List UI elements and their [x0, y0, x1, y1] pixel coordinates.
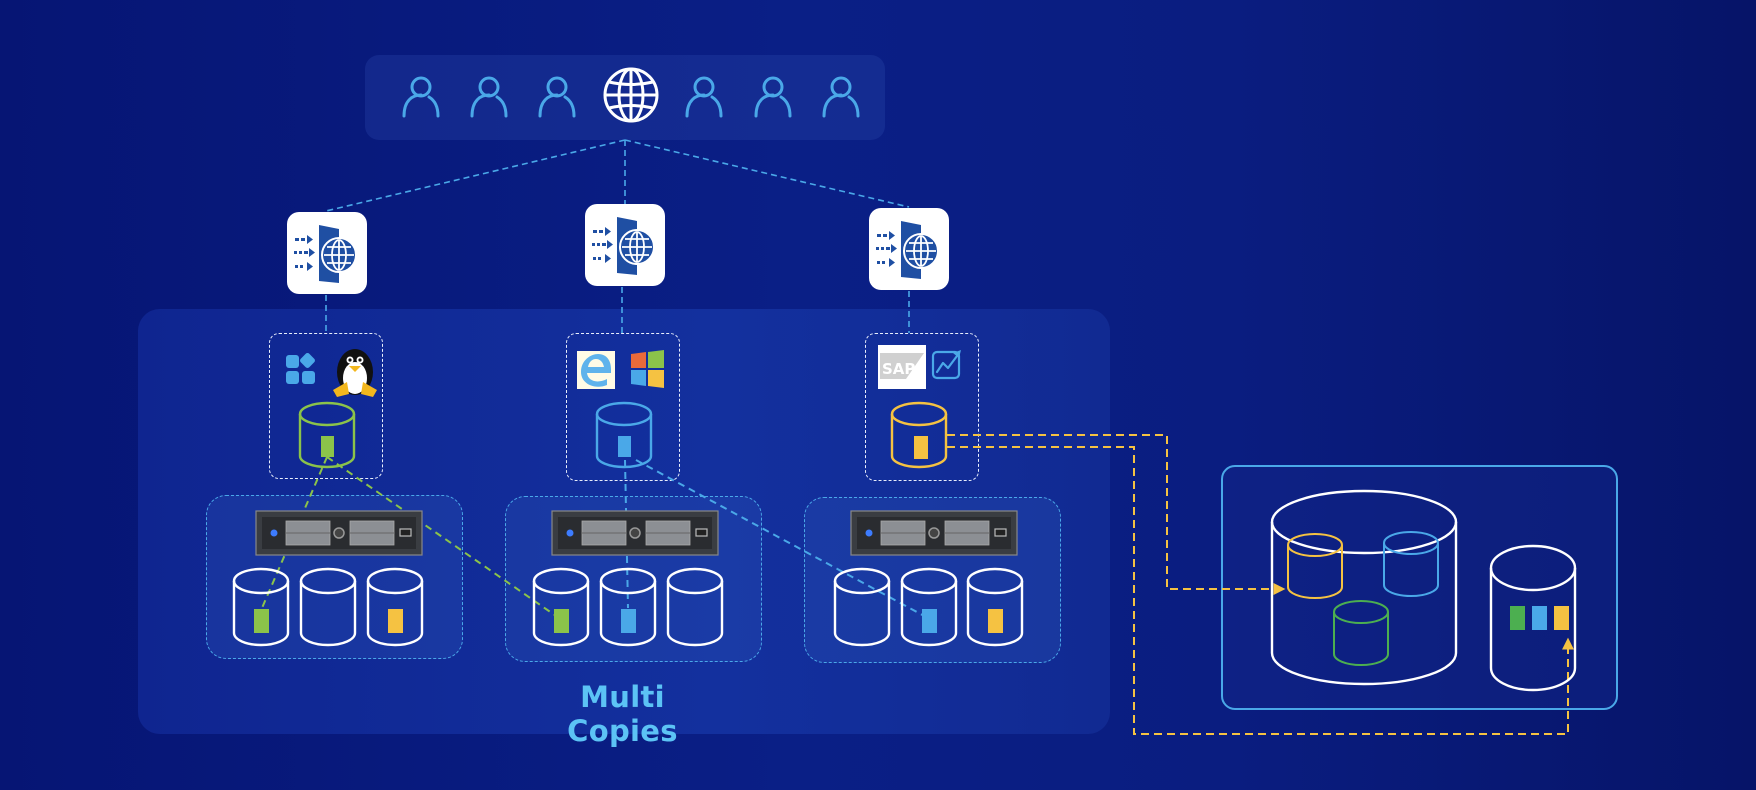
user-icon — [822, 76, 860, 118]
internet-links — [325, 139, 910, 333]
gateway-3 — [869, 208, 949, 290]
blue-copy-link-1 — [624, 459, 629, 609]
host-3-app-box — [865, 333, 979, 481]
globe-icon — [603, 67, 659, 123]
gateway-1 — [287, 212, 367, 294]
multi-copies-label: Multi Copies — [567, 680, 678, 748]
host-1-app-box — [269, 333, 383, 479]
user-icon — [402, 76, 440, 118]
user-icon — [685, 76, 723, 118]
host-2-app-box — [566, 333, 680, 481]
user-icon — [754, 76, 792, 118]
link-to-gateway-1 — [325, 139, 626, 212]
link-to-gateway-3 — [624, 139, 910, 208]
gateway-2 — [585, 204, 665, 286]
green-copy-link-1 — [261, 456, 328, 609]
user-icon — [470, 76, 508, 118]
user-icon — [538, 76, 576, 118]
top-bar-icons — [402, 67, 860, 123]
replication-links — [261, 456, 929, 619]
green-copy-link-2 — [326, 456, 560, 619]
blue-copy-link-2 — [635, 459, 929, 619]
